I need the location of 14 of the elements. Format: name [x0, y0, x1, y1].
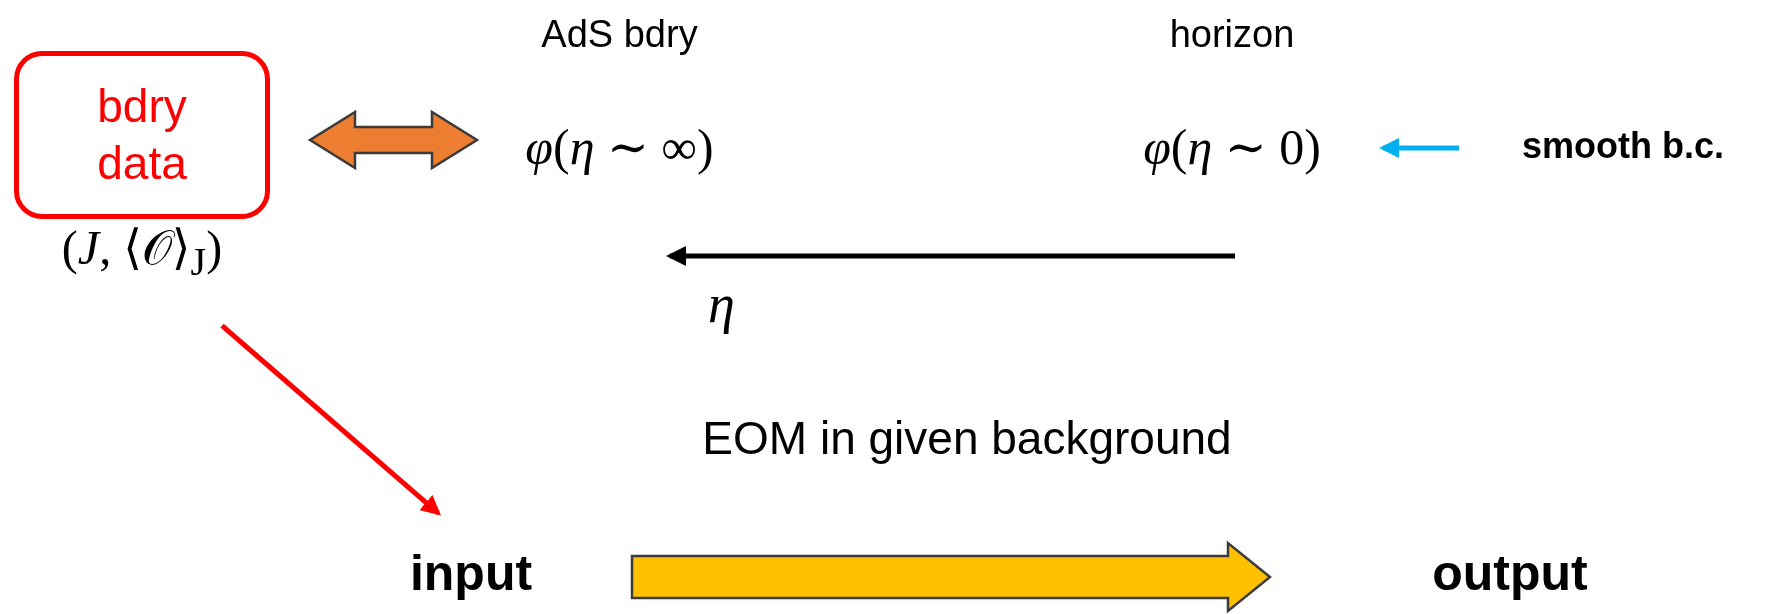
arrow	[220, 323, 441, 516]
position-label: AdS bdry	[541, 12, 698, 57]
rounded-box: bdry data	[14, 51, 270, 219]
arrow	[1379, 138, 1459, 158]
node-label: input	[409, 544, 533, 603]
field-expression: φ(η ∼ 0)	[1143, 118, 1321, 177]
position-label: horizon	[1169, 12, 1295, 57]
node-label: output	[1432, 544, 1588, 603]
node-label: smooth b.c.	[1522, 124, 1724, 168]
math-expression: (J, ⟨𝒪⟩$_{J}$)	[61, 220, 223, 286]
variable-label: η	[708, 273, 735, 336]
block-arrow	[307, 109, 480, 171]
field-expression: φ(η ∼ ∞)	[525, 118, 714, 177]
block-arrow	[630, 540, 1272, 614]
